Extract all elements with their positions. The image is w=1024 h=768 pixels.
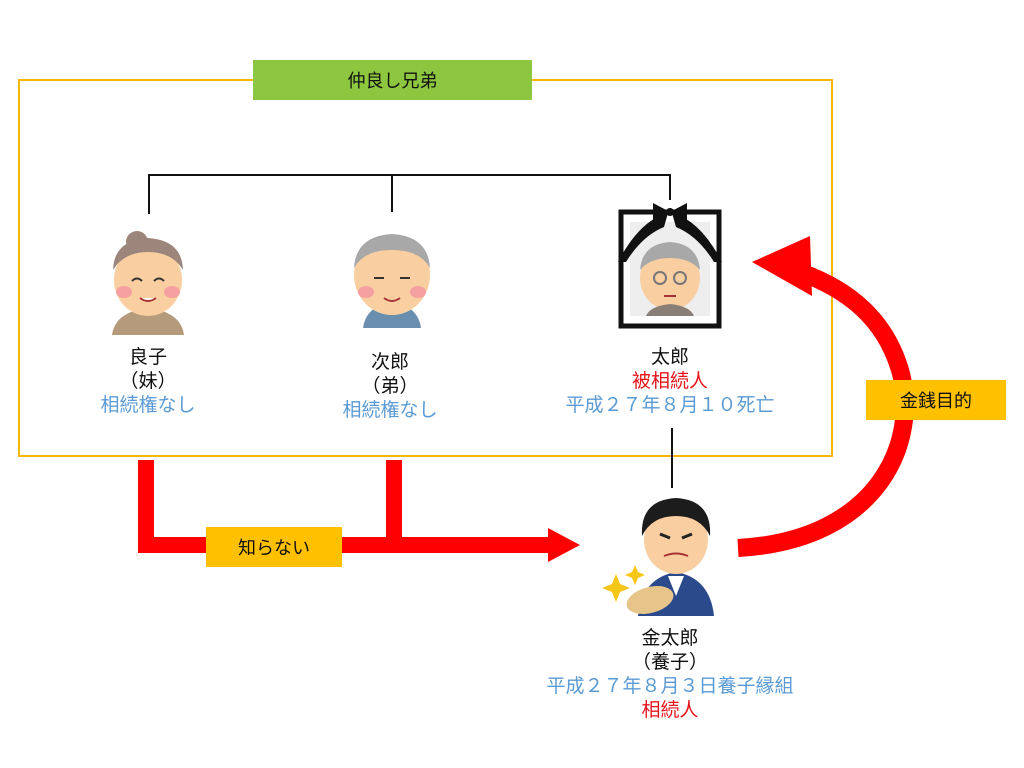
businessman-with-money-icon bbox=[602, 498, 714, 616]
taro-name: 太郎 bbox=[650, 346, 689, 368]
yoshiko-name: 良子 bbox=[128, 346, 167, 368]
taro-note: 平成２７年８月１０死亡 bbox=[565, 394, 775, 416]
jiro-name: 次郎 bbox=[370, 351, 409, 373]
person-yoshiko: 良子 （妹） 相続権なし bbox=[68, 345, 228, 417]
kintaro-role: 相続人 bbox=[641, 699, 699, 721]
person-jiro: 次郎 （弟） 相続権なし bbox=[310, 350, 470, 422]
grandpa-icon bbox=[354, 234, 430, 328]
grandma-icon bbox=[112, 231, 184, 335]
memorial-portrait-icon bbox=[618, 203, 722, 329]
jiro-relation: （弟） bbox=[361, 375, 419, 397]
sibling-connector bbox=[148, 174, 671, 214]
person-taro: 太郎 被相続人 平成２７年８月１０死亡 bbox=[540, 345, 800, 417]
jiro-status: 相続権なし bbox=[342, 399, 438, 421]
person-kintaro: 金太郎 （養子） 平成２７年８月３日養子縁組 相続人 bbox=[510, 626, 830, 722]
unaware-arrow bbox=[138, 460, 580, 562]
kintaro-relation: （養子） bbox=[631, 651, 708, 673]
kintaro-note: 平成２７年８月３日養子縁組 bbox=[546, 675, 794, 697]
yoshiko-relation: （妹） bbox=[119, 370, 177, 392]
kintaro-name: 金太郎 bbox=[641, 627, 699, 649]
taro-role: 被相続人 bbox=[631, 370, 708, 392]
group-label: 仲良し兄弟 bbox=[253, 60, 532, 100]
motive-tag: 金銭目的 bbox=[866, 380, 1006, 420]
unaware-tag: 知らない bbox=[206, 527, 342, 567]
yoshiko-status: 相続権なし bbox=[100, 394, 196, 416]
